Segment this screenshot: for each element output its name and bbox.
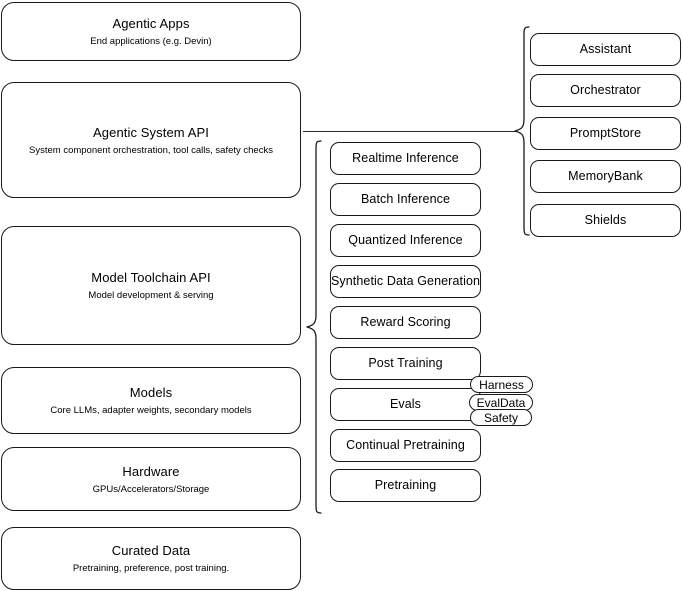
layer-title: Agentic Apps xyxy=(112,16,190,31)
system-component-shields[interactable]: Shields xyxy=(530,204,681,237)
layer-subtitle: GPUs/Accelerators/Storage xyxy=(92,483,210,495)
component-label: Realtime Inference xyxy=(352,151,459,165)
eval-pill-label: Safety xyxy=(483,410,519,425)
system-component-label: Orchestrator xyxy=(570,83,641,97)
component-evals[interactable]: Evals xyxy=(330,388,481,421)
eval-pill-label: EvalData xyxy=(476,395,526,410)
system-components-brace xyxy=(514,26,530,236)
component-batch-inference[interactable]: Batch Inference xyxy=(330,183,481,216)
layer-subtitle: End applications (e.g. Devin) xyxy=(90,36,212,47)
component-quantized-inference[interactable]: Quantized Inference xyxy=(330,224,481,257)
system-component-promptstore[interactable]: PromptStore xyxy=(530,117,681,150)
layer-subtitle: System component orchestration, tool cal… xyxy=(29,144,273,156)
layer-subtitle: Model development & serving xyxy=(88,290,214,301)
layer-hardware[interactable]: Hardware GPUs/Accelerators/Storage xyxy=(1,447,301,511)
layer-agentic-apps[interactable]: Agentic Apps End applications (e.g. Devi… xyxy=(1,2,301,61)
component-label: Synthetic Data Generation xyxy=(330,274,481,288)
eval-pill-safety[interactable]: Safety xyxy=(470,409,532,426)
layer-title: Model Toolchain API xyxy=(91,270,211,285)
layer-title: Curated Data xyxy=(111,543,191,558)
system-component-memorybank[interactable]: MemoryBank xyxy=(530,160,681,193)
component-post-training[interactable]: Post Training xyxy=(330,347,481,380)
eval-pill-label: Harness xyxy=(479,377,524,392)
component-label: Batch Inference xyxy=(360,192,451,206)
layer-agentic-system-api[interactable]: Agentic System API System component orch… xyxy=(1,82,301,198)
layer-title: Models xyxy=(129,385,173,400)
component-label: Reward Scoring xyxy=(360,315,451,329)
component-label: Continual Pretraining xyxy=(346,438,465,452)
system-component-label: PromptStore xyxy=(569,126,642,140)
component-label: Evals xyxy=(389,397,422,411)
connector-system-api-to-components xyxy=(303,131,516,132)
component-label: Pretraining xyxy=(374,478,437,492)
layer-model-toolchain-api[interactable]: Model Toolchain API Model development & … xyxy=(1,226,301,345)
toolchain-brace xyxy=(306,140,322,514)
system-component-label: Shields xyxy=(584,213,627,227)
component-realtime-inference[interactable]: Realtime Inference xyxy=(330,142,481,175)
layer-title: Hardware xyxy=(122,463,180,479)
component-label: Quantized Inference xyxy=(348,233,463,247)
component-continual-pretraining[interactable]: Continual Pretraining xyxy=(330,429,481,462)
system-component-label: MemoryBank xyxy=(568,169,643,183)
layer-models[interactable]: Models Core LLMs, adapter weights, secon… xyxy=(1,367,301,434)
eval-pill-harness[interactable]: Harness xyxy=(470,376,533,393)
layer-subtitle: Pretraining, preference, post training. xyxy=(72,563,230,574)
system-component-assistant[interactable]: Assistant xyxy=(530,33,681,66)
system-component-orchestrator[interactable]: Orchestrator xyxy=(530,74,681,107)
component-reward-scoring[interactable]: Reward Scoring xyxy=(330,306,481,339)
layer-curated-data[interactable]: Curated Data Pretraining, preference, po… xyxy=(1,527,301,590)
system-component-label: Assistant xyxy=(579,42,632,56)
component-synthetic-data-generation[interactable]: Synthetic Data Generation xyxy=(330,265,481,298)
component-label: Post Training xyxy=(368,356,443,370)
layer-title: Agentic System API xyxy=(93,124,209,140)
layer-subtitle: Core LLMs, adapter weights, secondary mo… xyxy=(50,405,252,416)
component-pretraining[interactable]: Pretraining xyxy=(330,469,481,502)
